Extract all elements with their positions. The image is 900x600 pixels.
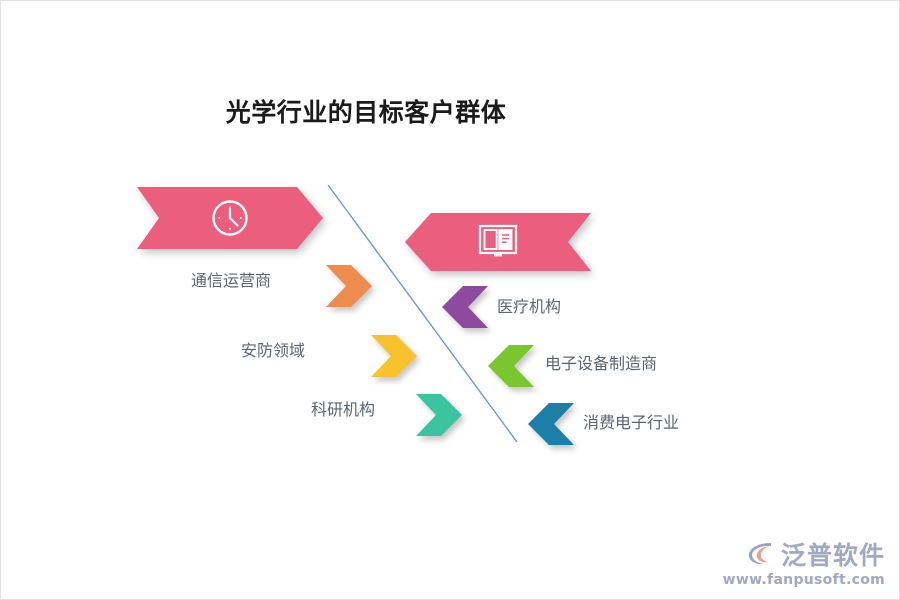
- right-item-label-1: 电子设备制造商: [545, 354, 658, 373]
- left-item-label-1: 安防领域: [241, 341, 306, 360]
- right-item-chevron-2[interactable]: [528, 403, 574, 445]
- left-item-label-2: 科研机构: [311, 400, 376, 419]
- banner-left[interactable]: [137, 187, 323, 249]
- right-item-label-0: 医疗机构: [497, 297, 562, 316]
- watermark-url: www.fanpusoft.com: [722, 572, 885, 588]
- right-item-chevron-0[interactable]: [442, 286, 488, 328]
- left-item-chevron-2[interactable]: [416, 394, 462, 436]
- right-item-label-2: 消费电子行业: [583, 413, 680, 432]
- watermark-name: 泛普软件: [780, 540, 885, 570]
- left-item-label-0: 通信运营商: [191, 271, 272, 290]
- right-item-chevron-1[interactable]: [488, 345, 534, 387]
- banner-right[interactable]: [405, 213, 591, 271]
- left-item-chevron-0[interactable]: [326, 265, 372, 307]
- watermark: 泛普软件 www.fanpusoft.com: [722, 539, 885, 588]
- left-item-chevron-1[interactable]: [371, 335, 417, 377]
- fanpu-logo-icon: [747, 539, 777, 571]
- page-title: 光学行业的目标客户群体: [225, 98, 507, 127]
